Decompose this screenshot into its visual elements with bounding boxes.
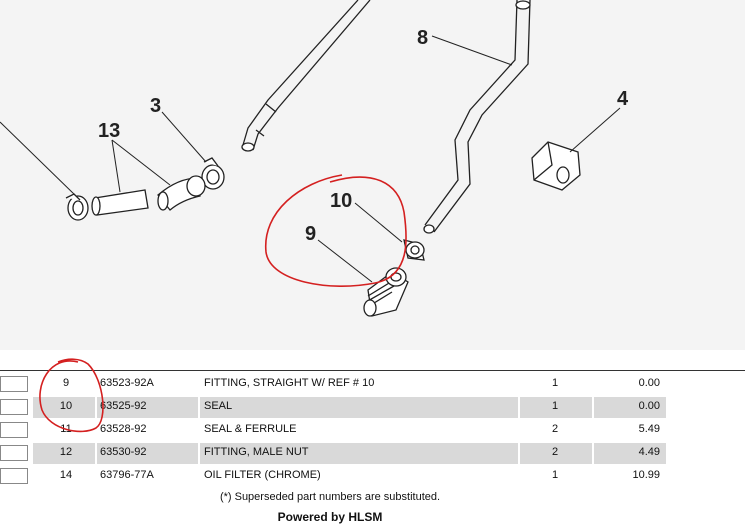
table-row: 14 63796-77A OIL FILTER (CHROME) 1 10.99 <box>0 466 745 489</box>
leader-13b <box>111 139 171 186</box>
ref-number: 10 <box>59 400 73 412</box>
part-price: 5.49 <box>638 423 660 435</box>
callout-4: 4 <box>617 88 629 110</box>
part-9-fitting <box>363 267 409 317</box>
part-description: SEAL & FERRULE <box>204 423 297 435</box>
table-row: 10 63525-92 SEAL 1 0.00 <box>0 397 745 420</box>
callout-10: 10 <box>330 190 352 212</box>
ref-number: 11 <box>60 423 72 435</box>
part-price: 4.49 <box>638 446 660 458</box>
part-number: 63796-77A <box>100 469 154 481</box>
quantity-input[interactable] <box>0 376 28 392</box>
callout-13: 13 <box>98 120 120 142</box>
leader-13a <box>111 139 121 193</box>
tube-long <box>241 0 371 152</box>
quantity-input[interactable] <box>0 399 28 415</box>
quantity-input[interactable] <box>0 422 28 438</box>
leader-4 <box>569 107 621 153</box>
leader-9 <box>317 239 373 283</box>
part-number: 63523-92A <box>100 377 154 389</box>
table-row: 11 63528-92 SEAL & FERRULE 2 5.49 <box>0 420 745 443</box>
part-number: 63528-92 <box>100 423 147 435</box>
part-4-block <box>531 141 581 191</box>
part-price: 10.99 <box>632 469 660 481</box>
callout-8: 8 <box>417 27 428 49</box>
ref-number: 12 <box>59 446 73 458</box>
hose-13-left <box>91 189 149 216</box>
leader-10 <box>354 202 403 243</box>
part-quantity: 2 <box>551 446 559 458</box>
part-price: 0.00 <box>638 377 660 389</box>
part-description: OIL FILTER (CHROME) <box>204 469 321 481</box>
parts-diagram: 8 4 13 <box>0 0 745 350</box>
part-8-tube <box>423 0 531 234</box>
callout-3: 3 <box>150 95 161 117</box>
part-quantity: 1 <box>551 400 559 412</box>
leader-left-clamp <box>0 121 77 197</box>
part-description: FITTING, MALE NUT <box>204 446 309 458</box>
callout-9: 9 <box>305 223 316 245</box>
quantity-input[interactable] <box>0 445 28 461</box>
ref-number: 9 <box>62 377 70 389</box>
table-row: 9 63523-92A FITTING, STRAIGHT W/ REF # 1… <box>0 374 745 397</box>
part-quantity: 2 <box>551 423 559 435</box>
part-quantity: 1 <box>551 377 559 389</box>
quantity-input[interactable] <box>0 468 28 484</box>
part-description: SEAL <box>204 400 233 412</box>
part-price: 0.00 <box>638 400 660 412</box>
clamp-right <box>186 157 225 197</box>
leader-8 <box>431 35 513 66</box>
part-description: FITTING, STRAIGHT W/ REF # 10 <box>204 377 375 389</box>
superseded-footnote: (*) Superseded part numbers are substitu… <box>219 491 441 503</box>
part-number: 63525-92 <box>100 400 147 412</box>
ref-number: 14 <box>59 469 73 481</box>
part-number: 63530-92 <box>100 446 147 458</box>
diagram-drawing: 8 4 13 <box>0 0 629 317</box>
leader-3 <box>161 111 207 163</box>
part-10-seal <box>403 239 425 261</box>
parts-table: 9 63523-92A FITTING, STRAIGHT W/ REF # 1… <box>0 370 745 484</box>
powered-by-label: Powered by HLSM <box>277 510 383 524</box>
part-quantity: 1 <box>551 469 559 481</box>
clamp-left <box>65 193 89 221</box>
table-row: 12 63530-92 FITTING, MALE NUT 2 4.49 <box>0 443 745 466</box>
